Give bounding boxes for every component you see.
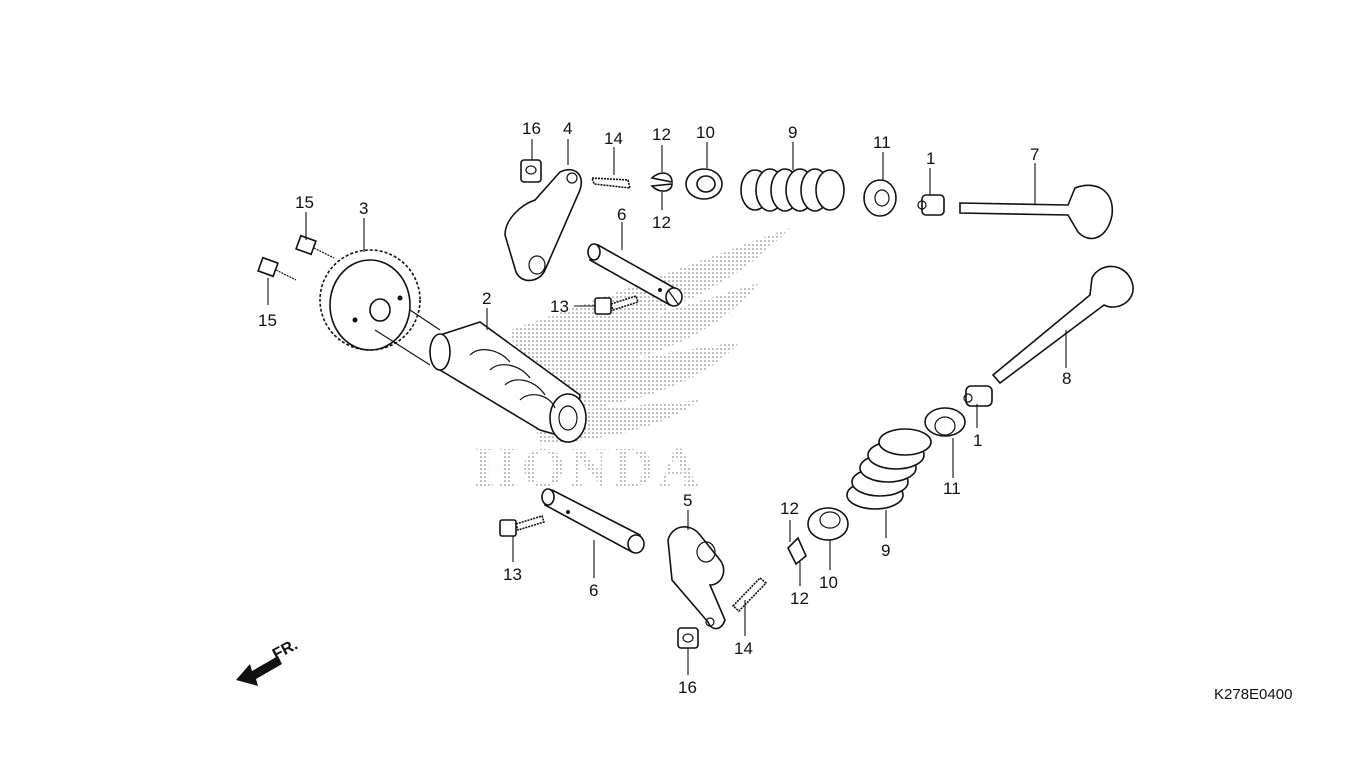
- callout-15-lower: 15: [258, 311, 277, 330]
- intake-valve-part: [959, 184, 1113, 240]
- callout-15-upper: 15: [295, 193, 314, 212]
- callout-6-lower: 6: [589, 581, 598, 600]
- callout-9-upper: 9: [788, 123, 797, 142]
- callout-7: 7: [1030, 145, 1039, 164]
- rocker-shaft-part-upper: [587, 243, 683, 307]
- callout-9-lower: 9: [881, 541, 890, 560]
- shaft-bolt-part-upper: [594, 294, 640, 315]
- callout-16-upper: 16: [522, 119, 541, 138]
- nut-part-upper: [520, 159, 542, 183]
- callout-1-upper: 1: [926, 149, 935, 168]
- nut-part-lower: [677, 627, 699, 649]
- callout-10-upper: 10: [696, 123, 715, 142]
- callout-12-upper-b: 12: [652, 213, 671, 232]
- valve-stem-seal-part-lower: [807, 507, 849, 541]
- callout-14-upper: 14: [604, 129, 623, 148]
- honda-watermark-text: HONDA: [474, 437, 702, 499]
- callout-13-lower: 13: [503, 565, 522, 584]
- callout-8: 8: [1062, 369, 1071, 388]
- callout-labels: 16 4 14 12 12 10 9 11 1 7 15 15 3 6 13 2…: [258, 119, 1071, 697]
- spring-retainer-part-upper: [863, 179, 897, 217]
- rocker-shaft-part-lower: [541, 488, 645, 554]
- callout-12-upper-a: 12: [652, 125, 671, 144]
- bolt-part-lower: [257, 256, 297, 281]
- spring-retainer-part-lower: [924, 407, 966, 437]
- rocker-arm-upper-part: [504, 168, 582, 282]
- valve-stem-seal-part-upper: [685, 168, 723, 200]
- callout-16-lower: 16: [678, 678, 697, 697]
- callout-14-lower: 14: [734, 639, 753, 658]
- leader-lines: [267, 139, 1067, 675]
- callout-4: 4: [563, 119, 572, 138]
- valve-cap-part-lower: [963, 385, 993, 407]
- callout-5: 5: [683, 491, 692, 510]
- callout-6-upper: 6: [617, 205, 626, 224]
- valve-spring-part-lower: [846, 428, 932, 510]
- callout-12-lower-a: 12: [780, 499, 799, 518]
- rocker-arm-lower-part: [667, 526, 726, 630]
- valve-spring-part-upper: [740, 168, 845, 212]
- diagram-reference-code: K278E0400: [1214, 686, 1293, 703]
- adjusting-screw-part-lower: [731, 576, 768, 613]
- camshaft-part: [374, 309, 587, 443]
- valve-cotter-part-upper: [650, 172, 673, 192]
- callout-11-upper: 11: [873, 133, 891, 152]
- honda-wing-watermark: [510, 228, 790, 445]
- callout-13-upper: 13: [550, 297, 569, 316]
- callout-1-lower: 1: [973, 431, 982, 450]
- callout-2: 2: [482, 289, 491, 308]
- callout-12-lower-b: 12: [790, 589, 809, 608]
- front-arrow-icon: FR.: [236, 636, 301, 686]
- valve-cap-part-upper: [917, 194, 945, 216]
- exhaust-valve-part: [991, 265, 1134, 385]
- callout-11-lower: 11: [943, 479, 961, 498]
- callout-10-lower: 10: [819, 573, 838, 592]
- bolt-part-upper: [295, 234, 335, 259]
- adjusting-screw-part-upper: [590, 177, 632, 189]
- shaft-bolt-part-lower: [499, 515, 546, 537]
- valve-cotter-part-lower: [787, 536, 807, 566]
- cam-sprocket-part: [319, 249, 421, 351]
- callout-3: 3: [359, 199, 368, 218]
